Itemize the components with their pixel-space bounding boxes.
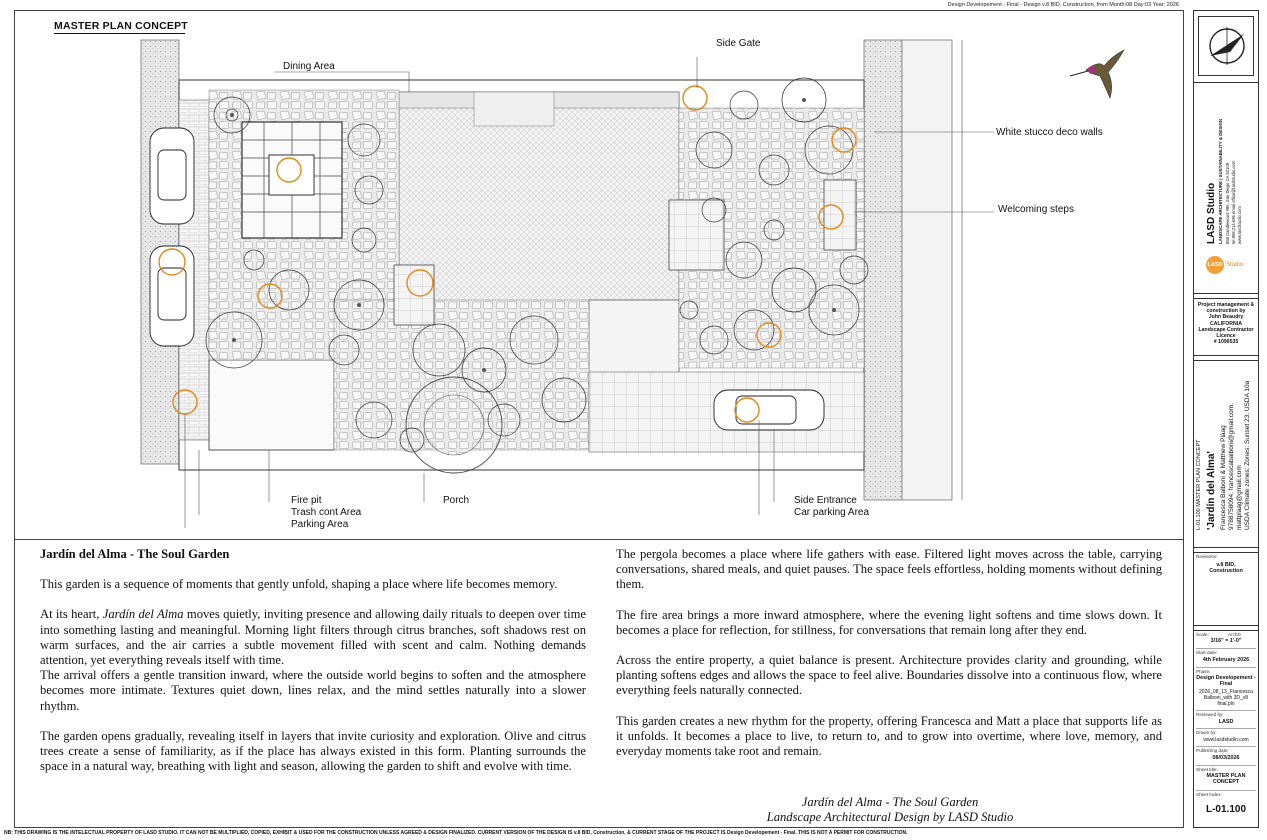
signature-line-1: Jardín del Alma - The Soul Garden bbox=[801, 795, 979, 809]
studio-logo: LASD Studio bbox=[1206, 256, 1248, 274]
plan-title-underline bbox=[54, 33, 185, 34]
narrative-p1: This garden is a sequence of moments tha… bbox=[40, 577, 558, 592]
reviewed-value: LASD bbox=[1218, 719, 1234, 725]
revisions-caption: Revisions: bbox=[1196, 554, 1218, 559]
project-owners: Francesca Balboni & Matthew Plaag bbox=[1220, 425, 1227, 530]
site-plan-drawing bbox=[140, 39, 1125, 528]
studio-address: 868 Candlewood #95, San Diego CA 92109 bbox=[1225, 162, 1230, 244]
narrative-p5: The pergola becomes a place where life g… bbox=[616, 547, 1162, 592]
drawn-caption: Drawn by: bbox=[1196, 730, 1217, 735]
compass-icon bbox=[1209, 27, 1245, 65]
project-climate: USDA Climate zones: Zones: Sunset 23, US… bbox=[1244, 380, 1251, 530]
scale-value: 3/16" = 1'-0" bbox=[1210, 638, 1242, 644]
divider bbox=[1196, 765, 1256, 766]
divider bbox=[1196, 746, 1256, 747]
plan-title: MASTER PLAN CONCEPT bbox=[54, 20, 188, 32]
narrative-left: Jardín del Alma - The Soul Garden This g… bbox=[40, 547, 586, 789]
narrative-right: The pergola becomes a place where life g… bbox=[616, 547, 1162, 774]
scale-caption: Scale: bbox=[1196, 632, 1209, 637]
header-note: Design Developement - Final - Design v.8… bbox=[947, 2, 1179, 8]
label-white-stucco: White stucco deco walls bbox=[996, 127, 1103, 138]
pub-value: 08/03/2026 bbox=[1212, 755, 1240, 761]
project-contact: 9788758094, francescabalboni@gmail.com, bbox=[1228, 403, 1235, 530]
narrative-p6: The fire area brings a more inward atmos… bbox=[616, 607, 1162, 637]
label-dining-area: Dining Area bbox=[283, 61, 335, 72]
label-parking-area: Parking Area bbox=[291, 519, 349, 530]
title-block: LASD Studio LANDSCAPE ARCHITECTURE | SUS… bbox=[1190, 10, 1262, 828]
compass-box bbox=[1198, 16, 1254, 76]
revisions-box bbox=[1193, 552, 1259, 626]
project-sheet: L-01.100 MASTER PLAN CONCEPT bbox=[1196, 439, 1202, 530]
project-email: mattplaag@gmail.com bbox=[1236, 465, 1243, 530]
studio-web: www.lasdstudio.com bbox=[1237, 206, 1242, 244]
narrative-p2: At its heart, Jardín del Alma moves quie… bbox=[40, 607, 586, 668]
divider bbox=[1196, 667, 1256, 668]
start-value: 4th February 2026 bbox=[1202, 657, 1250, 663]
sheet-index-value: L-01.100 bbox=[1205, 804, 1247, 815]
logo-word: Studio bbox=[1226, 262, 1244, 268]
pm-box bbox=[1193, 298, 1259, 356]
divider bbox=[1196, 790, 1256, 791]
narrative-p4: The garden opens gradually, revealing it… bbox=[40, 728, 586, 774]
label-trash-area: Trash cont Area bbox=[291, 507, 362, 518]
revisions-value: v.8 BID,Construction bbox=[1209, 562, 1243, 575]
label-porch: Porch bbox=[443, 495, 470, 506]
details-box bbox=[1193, 630, 1259, 828]
studio-name: LASD Studio bbox=[1206, 182, 1217, 244]
studio-box bbox=[1193, 82, 1259, 294]
drawing-frame bbox=[14, 10, 1184, 828]
phase-value: Design Developement -Final bbox=[1196, 675, 1256, 688]
divider bbox=[1196, 710, 1256, 711]
divider bbox=[1196, 648, 1256, 649]
narrative-p7: Across the entire property, a quiet bala… bbox=[616, 653, 1162, 698]
studio-subtitle: LANDSCAPE ARCHITECTURE | SUSTAINABILITY … bbox=[1218, 118, 1223, 244]
divider bbox=[1196, 728, 1256, 729]
pub-caption: Publishing date: bbox=[1196, 748, 1229, 753]
label-fire-pit: Fire pit bbox=[291, 495, 322, 506]
logo-badge: LASD bbox=[1206, 256, 1224, 274]
reviewed-caption: Reviewed by: bbox=[1196, 712, 1224, 717]
section-divider bbox=[14, 539, 1184, 540]
narrative-heading: Jardín del Alma - The Soul Garden bbox=[40, 547, 230, 561]
label-car-parking: Car parking Area bbox=[794, 507, 870, 518]
start-caption: Start date: bbox=[1196, 650, 1218, 655]
project-name: 'Jardín del Alma' bbox=[1206, 451, 1217, 530]
phase-caption: Phase: bbox=[1196, 669, 1211, 674]
narrative-p3: The arrival offers a gentle transition i… bbox=[40, 668, 586, 713]
narrative-p8: This garden creates a new rhythm for the… bbox=[616, 713, 1162, 759]
signature-line-2: Landscape Architectural Design by LASD S… bbox=[766, 810, 1014, 824]
drawn-value: www.lasdstudio.com bbox=[1203, 737, 1249, 743]
studio-contact: tel 858.214.686 email office@lasdstudio.… bbox=[1231, 160, 1236, 244]
footer-disclaimer: NB: THIS DRAWING IS THE INTELECTUAL PROP… bbox=[4, 830, 908, 836]
label-side-gate: Side Gate bbox=[716, 38, 761, 49]
scale-unit: ArchD bbox=[1228, 632, 1241, 637]
sheet-title-caption: Sheet title: bbox=[1196, 767, 1218, 772]
label-side-entrance: Side Entrance bbox=[794, 495, 857, 506]
sheet-index-caption: Sheet Index: bbox=[1196, 792, 1222, 797]
project-box bbox=[1193, 360, 1259, 548]
label-welcoming-steps: Welcoming steps bbox=[998, 204, 1074, 215]
